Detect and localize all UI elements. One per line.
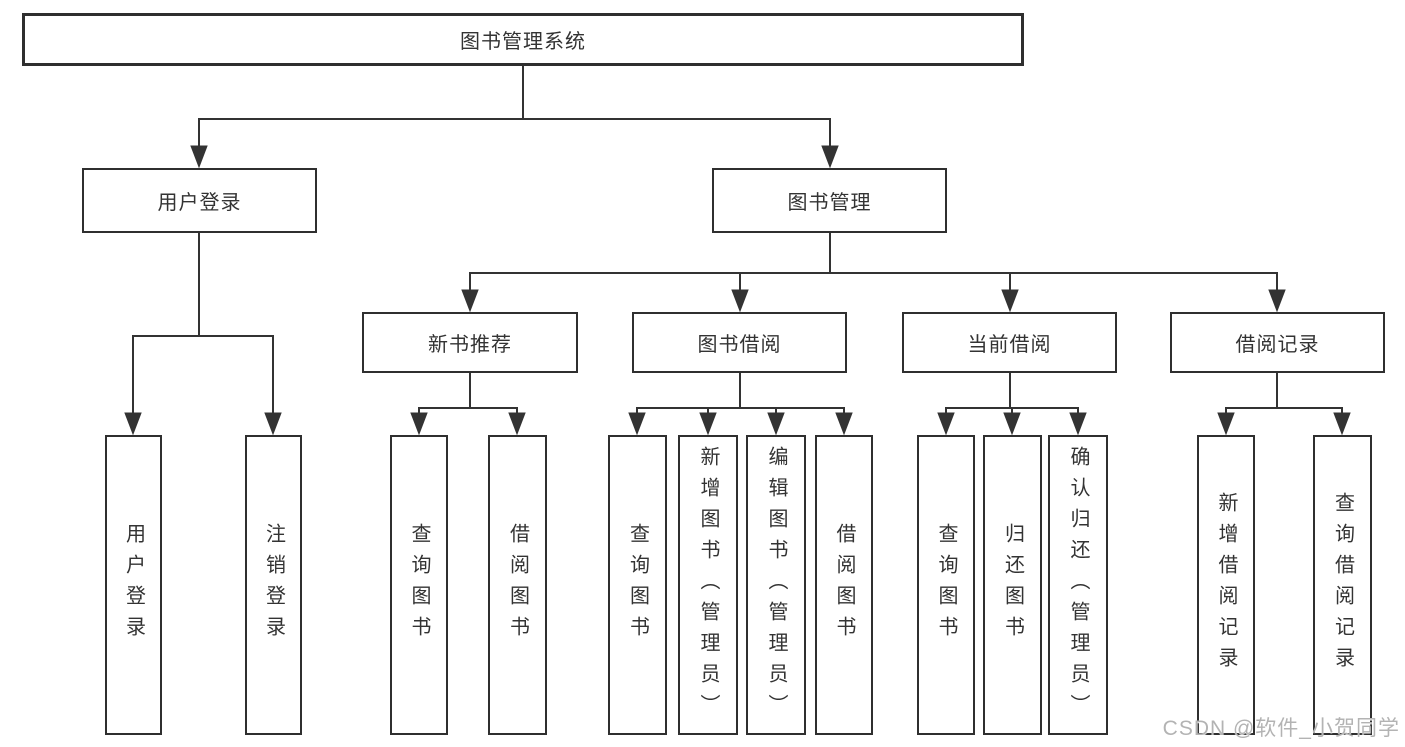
leaf-return-book: 归还图书 (983, 435, 1042, 735)
node-user-login: 用户登录 (82, 168, 317, 233)
leaf-borrow-borrow-book: 借阅图书 (815, 435, 873, 735)
leaf-borrow-query-book: 查询图书 (608, 435, 667, 735)
leaf-add-book-admin: 新增图书（管理员） (678, 435, 738, 735)
leaf-confirm-return-admin: 确认归还（管理员） (1048, 435, 1108, 735)
node-library-system: 图书管理系统 (22, 13, 1024, 66)
leaf-newbook-borrow-book: 借阅图书 (488, 435, 547, 735)
node-new-book-recommend: 新书推荐 (362, 312, 578, 373)
leaf-newbook-query-book: 查询图书 (390, 435, 448, 735)
node-book-management: 图书管理 (712, 168, 947, 233)
leaf-current-query-book: 查询图书 (917, 435, 975, 735)
node-book-borrow: 图书借阅 (632, 312, 847, 373)
node-borrow-records: 借阅记录 (1170, 312, 1385, 373)
leaf-user-login: 用户登录 (105, 435, 162, 735)
leaf-logout: 注销登录 (245, 435, 302, 735)
leaf-add-borrow-record: 新增借阅记录 (1197, 435, 1255, 735)
leaf-query-borrow-record: 查询借阅记录 (1313, 435, 1372, 735)
node-current-borrow: 当前借阅 (902, 312, 1117, 373)
leaf-edit-book-admin: 编辑图书（管理员） (746, 435, 806, 735)
watermark: CSDN @软件_小贺同学 (1162, 717, 1400, 740)
